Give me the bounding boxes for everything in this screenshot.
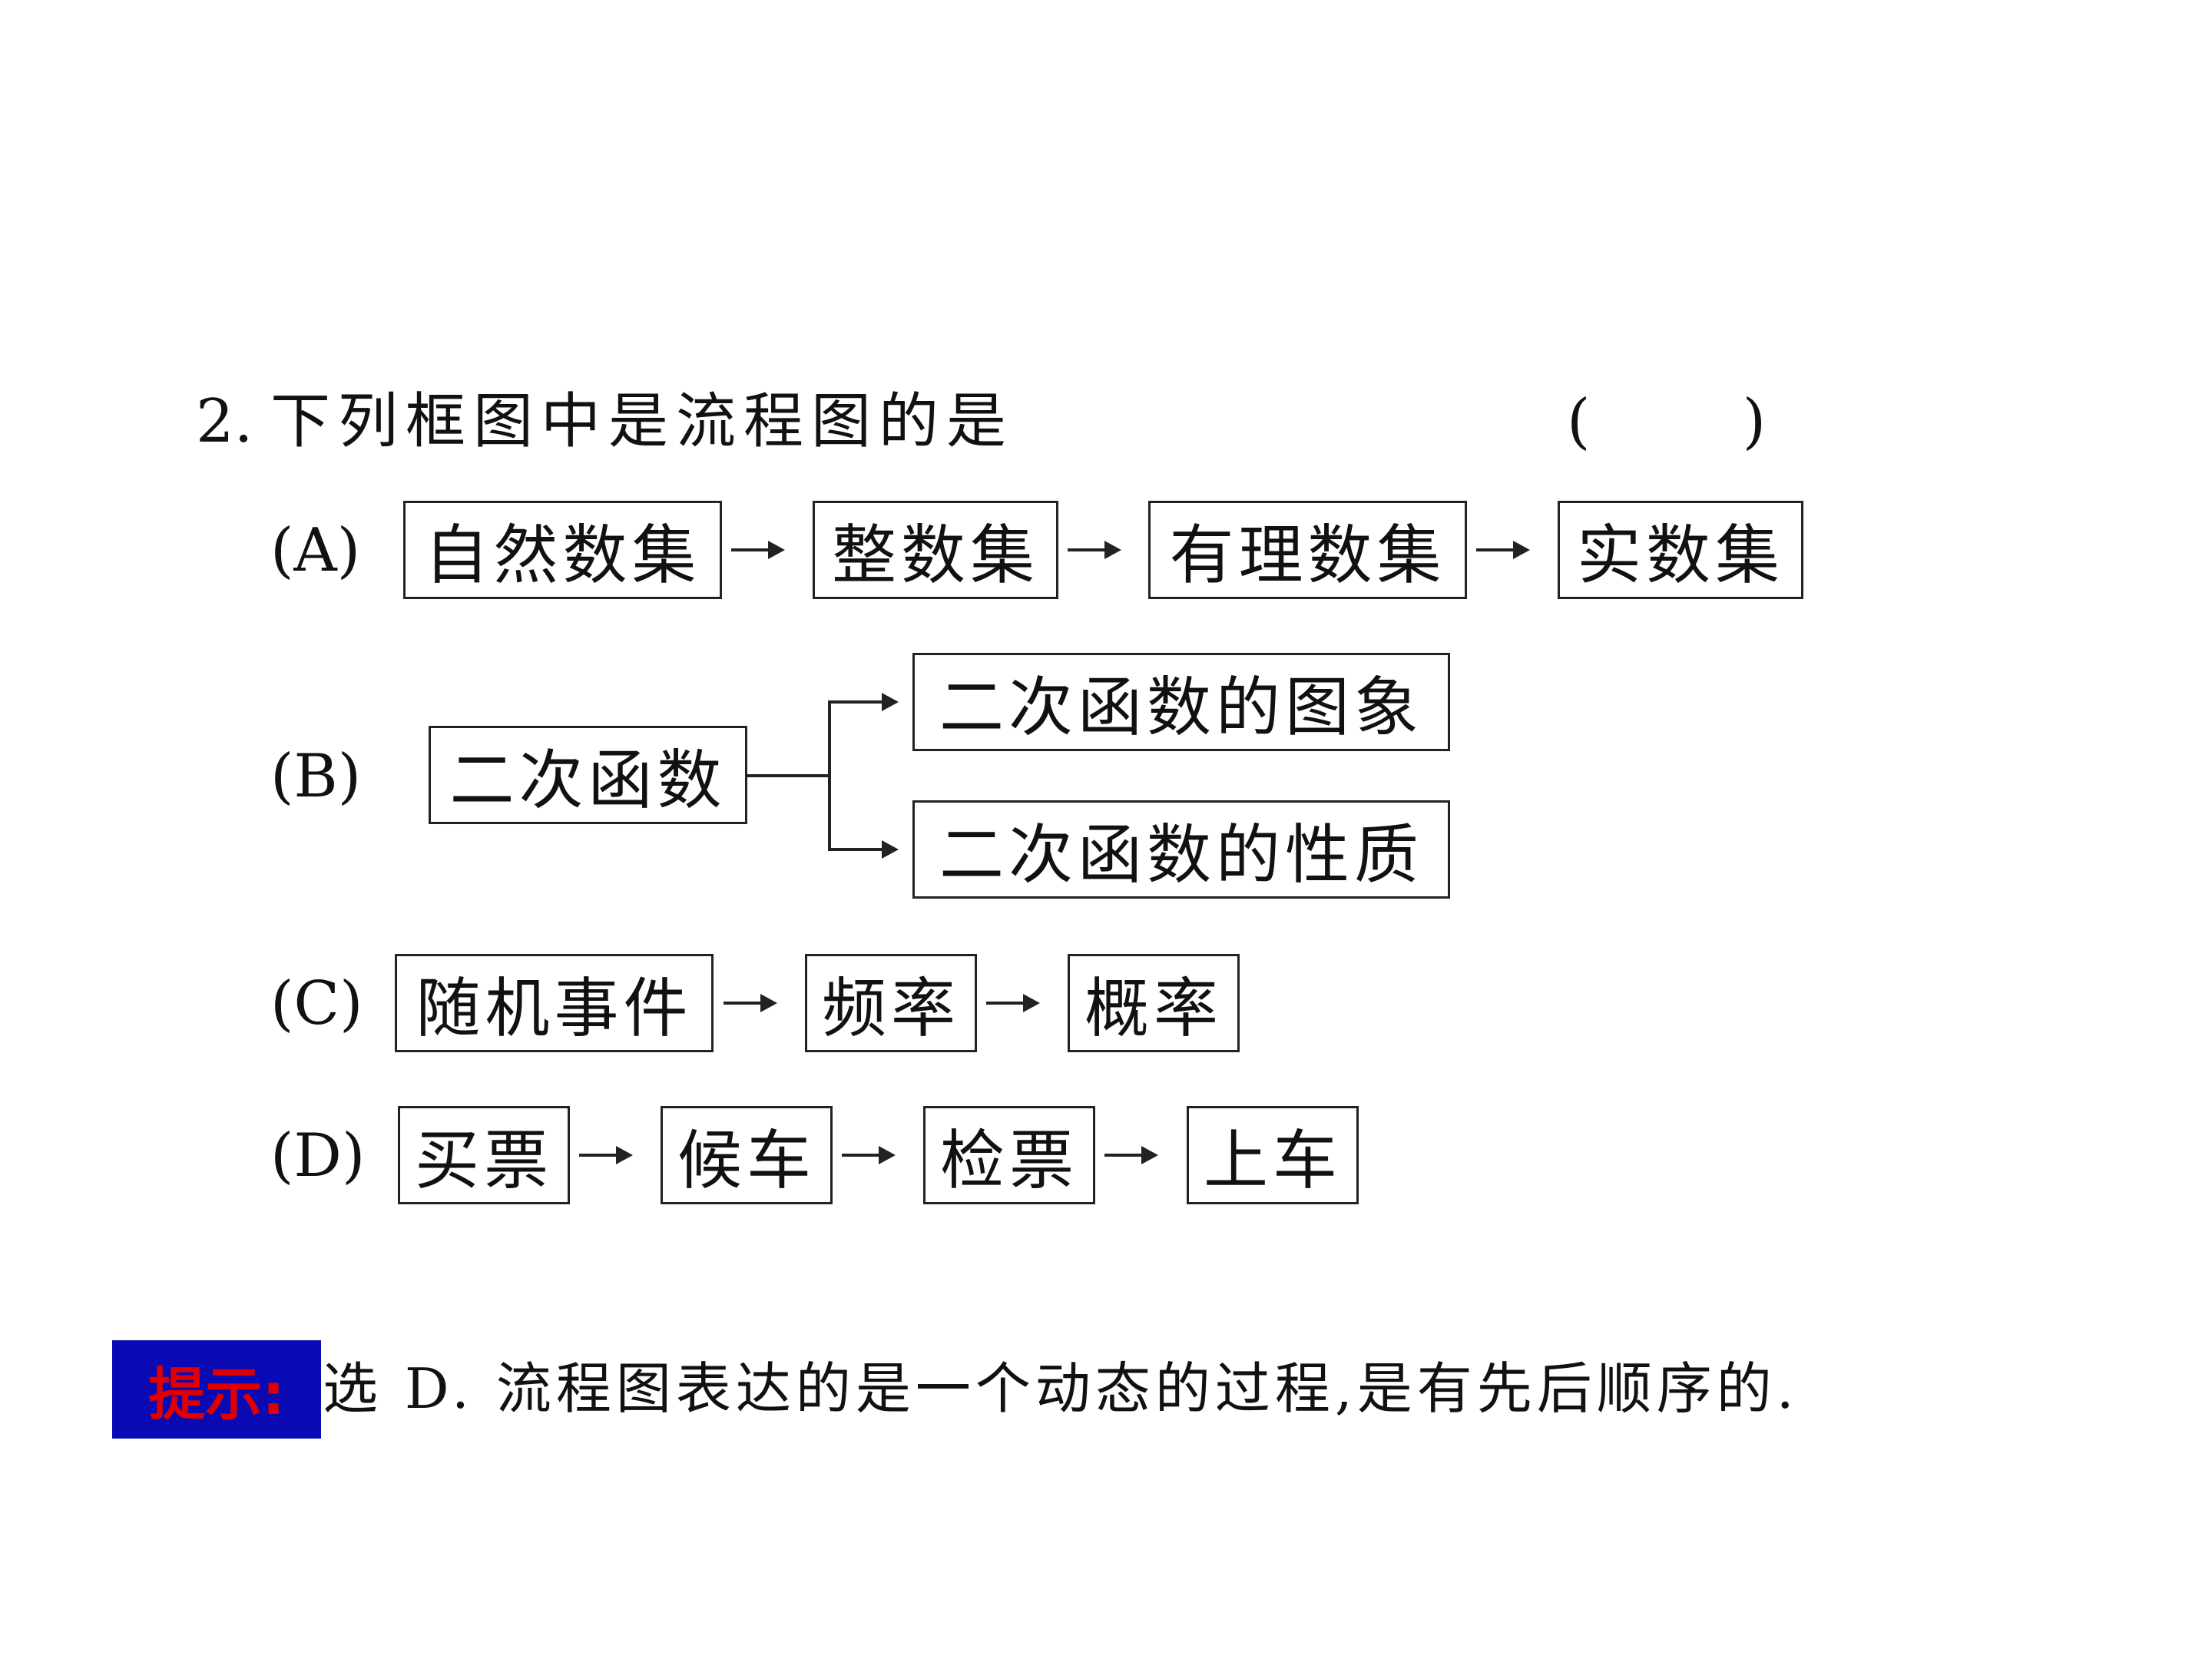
option-b-branch-box-2: 二次函数的性质 (912, 800, 1450, 899)
option-a-box-4: 实数集 (1558, 501, 1803, 599)
option-c-arrow-2 (986, 994, 1040, 1012)
option-b-label: (B) (270, 742, 362, 811)
question-text: 下列框图中是流程图的是 (270, 387, 1015, 456)
option-a-label: (A) (270, 516, 361, 585)
option-b-connector-vertical (828, 700, 831, 851)
option-d-arrow-1 (579, 1146, 633, 1164)
option-c-box-2: 频率 (805, 954, 977, 1052)
option-b-root-box: 二次函数 (429, 726, 747, 824)
option-b-arrow-top (828, 693, 899, 711)
option-c-arrow-1 (724, 994, 777, 1012)
answer-parentheses: ( ) (1567, 387, 1767, 456)
option-b-connector-horizontal (747, 774, 830, 777)
option-b-arrow-bottom (828, 840, 899, 859)
option-d-box-4: 上车 (1187, 1106, 1359, 1204)
option-d-box-1: 买票 (398, 1106, 570, 1204)
option-a-arrow-2 (1068, 541, 1121, 559)
option-d-box-2: 候车 (661, 1106, 833, 1204)
option-a-box-1: 自然数集 (403, 501, 722, 599)
option-a-box-3: 有理数集 (1148, 501, 1467, 599)
question-number: 2. (196, 387, 253, 456)
option-c-label: (C) (270, 969, 363, 1038)
option-d-label: (D) (270, 1121, 366, 1190)
option-a-box-2: 整数集 (813, 501, 1058, 599)
option-d-box-3: 检票 (923, 1106, 1095, 1204)
option-c-box-1: 随机事件 (395, 954, 714, 1052)
option-c-box-3: 概率 (1068, 954, 1240, 1052)
option-a-arrow-3 (1476, 541, 1530, 559)
option-b-branch-box-1: 二次函数的图象 (912, 653, 1450, 751)
option-d-arrow-2 (842, 1146, 896, 1164)
option-d-arrow-3 (1104, 1146, 1158, 1164)
hint-label: 提示: (112, 1340, 321, 1439)
option-a-arrow-1 (731, 541, 785, 559)
hint-text: 选 D. 流程图表达的是一个动态的过程,是有先后顺序的. (323, 1356, 1799, 1421)
